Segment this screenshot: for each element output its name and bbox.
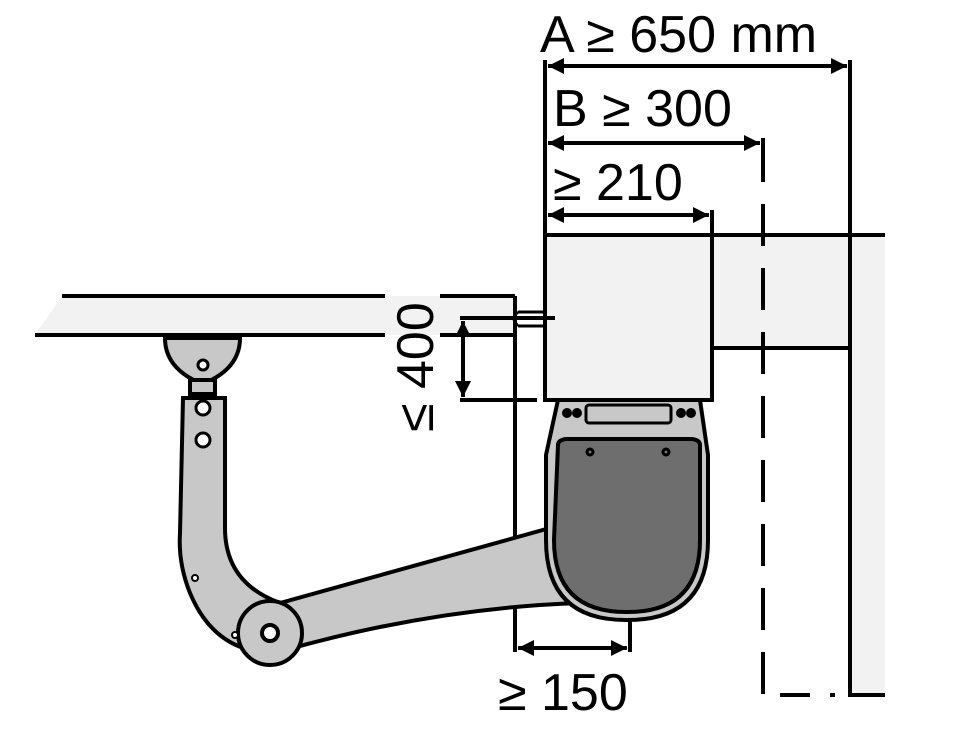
pin bbox=[512, 310, 545, 328]
dimension-offset-label: ≥ 150 bbox=[498, 664, 628, 722]
gate-leaf bbox=[35, 296, 515, 335]
motor-unit bbox=[544, 398, 710, 622]
dimension-b-label: B ≥ 300 bbox=[553, 80, 732, 138]
dimension-a-label: A ≥ 650 mm bbox=[540, 6, 817, 64]
dimension-height-label: ≤ 400 bbox=[387, 302, 445, 432]
wall bbox=[712, 235, 885, 695]
operator-arm bbox=[162, 336, 585, 667]
motor-housing bbox=[543, 233, 714, 402]
dimension-c-label: ≥ 210 bbox=[553, 154, 683, 212]
